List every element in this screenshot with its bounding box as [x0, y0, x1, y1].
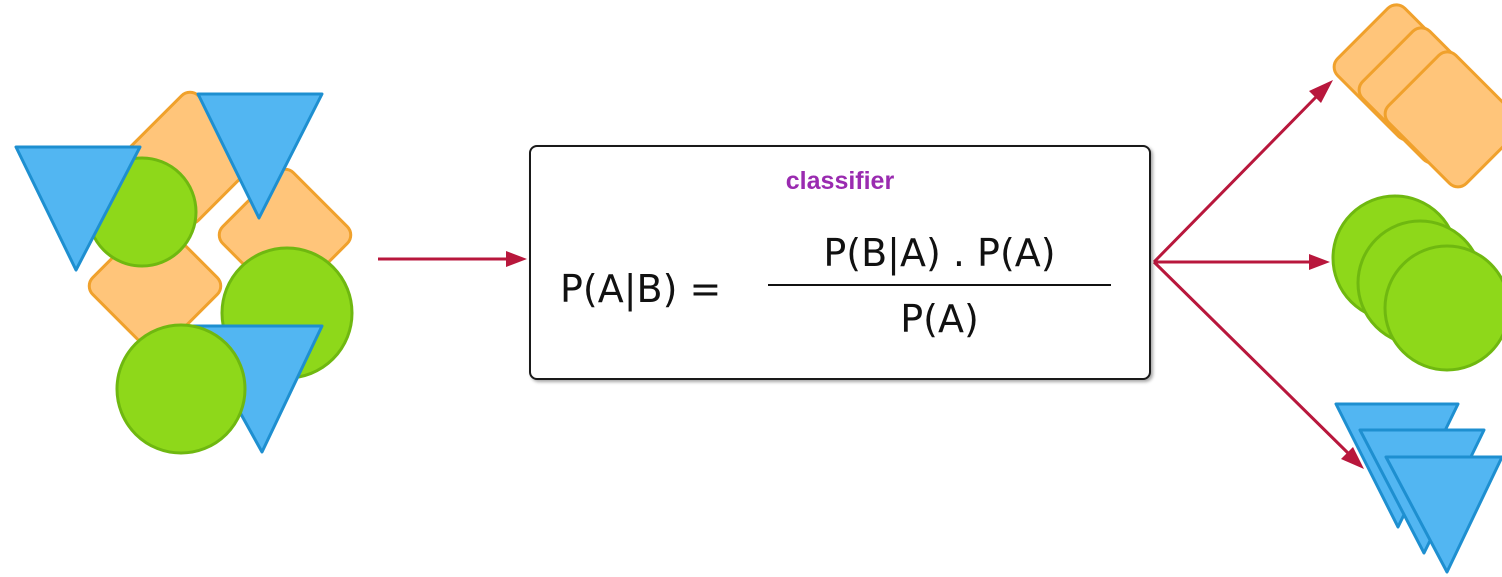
output-circles-group: [1331, 194, 1502, 372]
formula-denominator: P(A): [900, 297, 979, 341]
output-squares-group: [1332, 3, 1502, 189]
classifier-label: classifier: [785, 167, 895, 195]
output-arrows: [1152, 80, 1364, 469]
output-triangles-group: [1334, 402, 1502, 574]
output-triangle-3: [1384, 455, 1502, 574]
input-triangle-1: [14, 145, 142, 272]
input-arrow: [378, 251, 527, 267]
formula-lhs: P(A|B) =: [560, 267, 722, 311]
fraction-bar: [768, 284, 1111, 286]
output-circle-3: [1383, 244, 1502, 372]
input-triangle-2: [196, 92, 324, 220]
input-shapes-group: [14, 90, 354, 455]
output-square-3: [1383, 50, 1502, 189]
classifier-box: classifier P(A|B) = P(B|A) . P(A) P(A): [529, 145, 1151, 380]
input-circle-3: [115, 323, 247, 455]
formula-numerator: P(B|A) . P(A): [823, 231, 1056, 275]
